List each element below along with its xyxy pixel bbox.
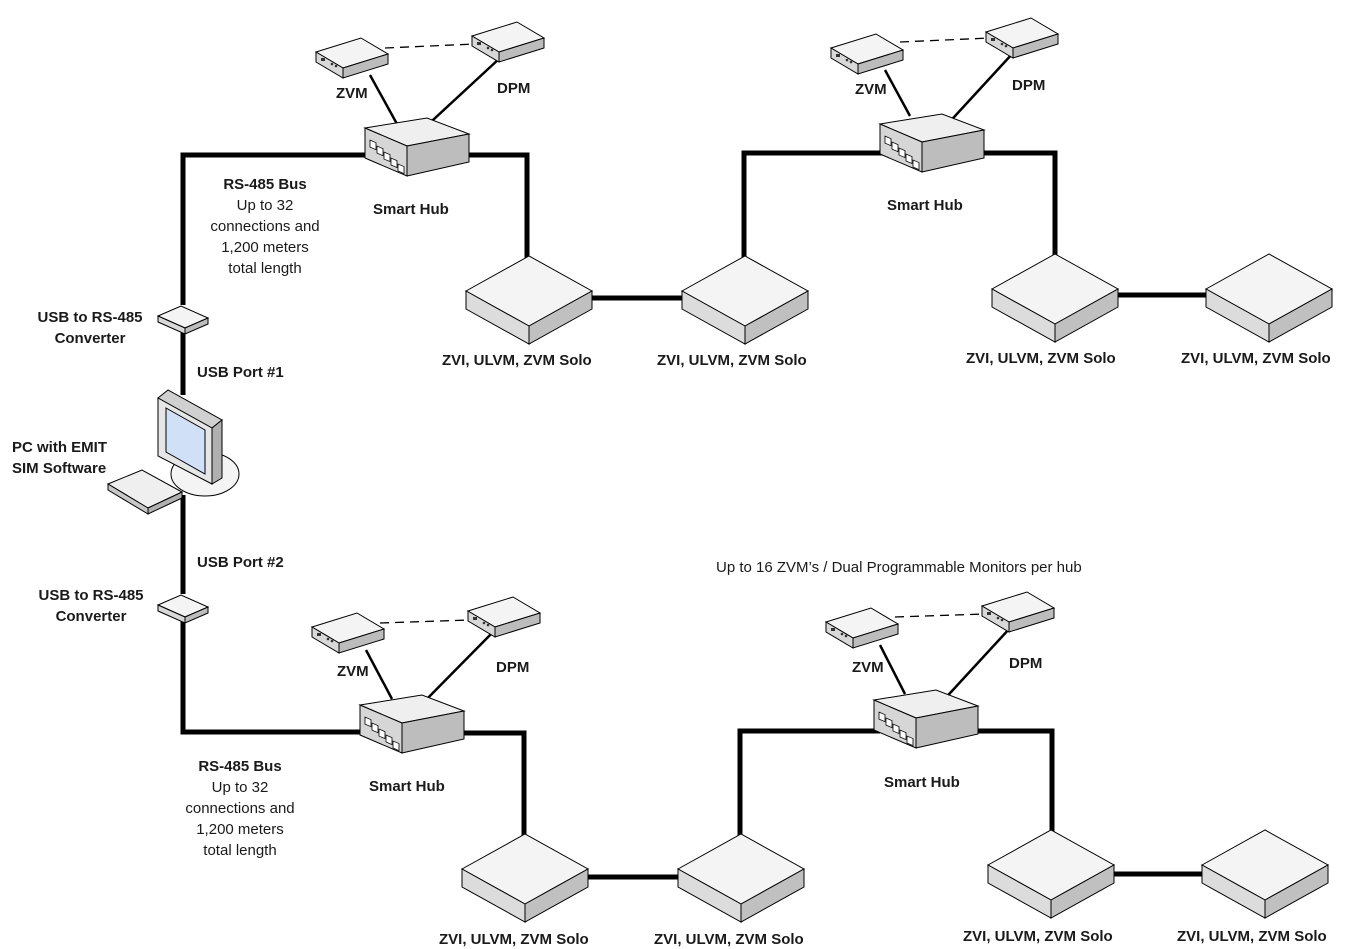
pc-icon bbox=[106, 389, 240, 515]
bus-detail-line: total length bbox=[203, 842, 276, 859]
smart-hub-icon bbox=[873, 689, 979, 749]
bus-detail-line: 1,200 meters bbox=[221, 239, 309, 256]
smart-hub-label: Smart Hub bbox=[884, 774, 960, 791]
dpm-label: DPM bbox=[497, 80, 530, 97]
bus-wiring-bottom bbox=[180, 620, 1207, 880]
smart-hub-icon bbox=[359, 694, 465, 754]
usb-port-2-label: USB Port #2 bbox=[197, 554, 284, 571]
bus-detail-line: connections and bbox=[210, 218, 319, 235]
smart-hub-label: Smart Hub bbox=[373, 201, 449, 218]
device-label: ZVI, ULVM, ZVM Solo bbox=[1181, 350, 1331, 367]
bus-detail-line: 1,200 meters bbox=[196, 821, 284, 838]
dpm-label: DPM bbox=[1009, 655, 1042, 672]
pc-label: SIM Software bbox=[12, 460, 106, 477]
dpm-device-icon bbox=[471, 21, 545, 63]
usb-port-1-label: USB Port #1 bbox=[197, 364, 284, 381]
monitor-device-icon bbox=[1205, 253, 1333, 343]
monitor-device-icon bbox=[681, 255, 809, 345]
bus-detail-line: total length bbox=[228, 260, 301, 277]
hub-capacity-note: Up to 16 ZVM’s / Dual Programmable Monit… bbox=[716, 559, 1082, 576]
device-label: ZVI, ULVM, ZVM Solo bbox=[963, 928, 1113, 945]
device-label: ZVI, ULVM, ZVM Solo bbox=[657, 352, 807, 369]
bus-title: RS-485 Bus bbox=[223, 176, 306, 193]
zvm-label: ZVM bbox=[336, 85, 368, 102]
bus-wiring-top bbox=[180, 150, 1210, 305]
device-label: ZVI, ULVM, ZVM Solo bbox=[442, 352, 592, 369]
monitor-device-icon bbox=[677, 833, 805, 923]
converter-label: USB to RS-485 bbox=[38, 587, 143, 604]
device-label: ZVI, ULVM, ZVM Solo bbox=[1177, 928, 1327, 945]
dpm-device-icon bbox=[467, 596, 541, 638]
smart-hub-label: Smart Hub bbox=[369, 778, 445, 795]
smart-hub-icon bbox=[364, 117, 470, 177]
zvm-device-icon bbox=[311, 612, 385, 654]
zvm-label: ZVM bbox=[852, 659, 884, 676]
bus-title: RS-485 Bus bbox=[198, 758, 281, 775]
converter-label: Converter bbox=[56, 608, 127, 625]
bus-detail-line: Up to 32 bbox=[237, 197, 294, 214]
monitor-device-icon bbox=[465, 255, 593, 345]
smart-hub-icon bbox=[879, 113, 985, 173]
device-label: ZVI, ULVM, ZVM Solo bbox=[966, 350, 1116, 367]
bus-detail-line: connections and bbox=[185, 800, 294, 817]
hub-links bbox=[364, 37, 1014, 709]
converter-label: USB to RS-485 bbox=[37, 309, 142, 326]
monitor-device-icon bbox=[461, 833, 589, 923]
zvm-device-icon bbox=[825, 607, 899, 649]
device-label: ZVI, ULVM, ZVM Solo bbox=[439, 931, 589, 948]
monitor-device-icon bbox=[991, 253, 1119, 343]
zvm-label: ZVM bbox=[855, 81, 887, 98]
bus-detail-line: Up to 32 bbox=[212, 779, 269, 796]
dpm-device-icon bbox=[981, 591, 1055, 633]
dpm-label: DPM bbox=[496, 659, 529, 676]
zvm-device-icon bbox=[315, 37, 389, 79]
pc-label: PC with EMIT bbox=[12, 439, 107, 456]
device-label: ZVI, ULVM, ZVM Solo bbox=[654, 931, 804, 948]
converter-label: Converter bbox=[55, 330, 126, 347]
converter-icon bbox=[157, 305, 209, 335]
converter-icon bbox=[157, 594, 209, 624]
dpm-label: DPM bbox=[1012, 77, 1045, 94]
monitor-device-icon bbox=[1201, 829, 1329, 919]
zvm-device-icon bbox=[830, 33, 904, 75]
monitor-device-icon bbox=[987, 829, 1115, 919]
dpm-device-icon bbox=[985, 17, 1059, 59]
smart-hub-label: Smart Hub bbox=[887, 197, 963, 214]
zvm-label: ZVM bbox=[337, 663, 369, 680]
